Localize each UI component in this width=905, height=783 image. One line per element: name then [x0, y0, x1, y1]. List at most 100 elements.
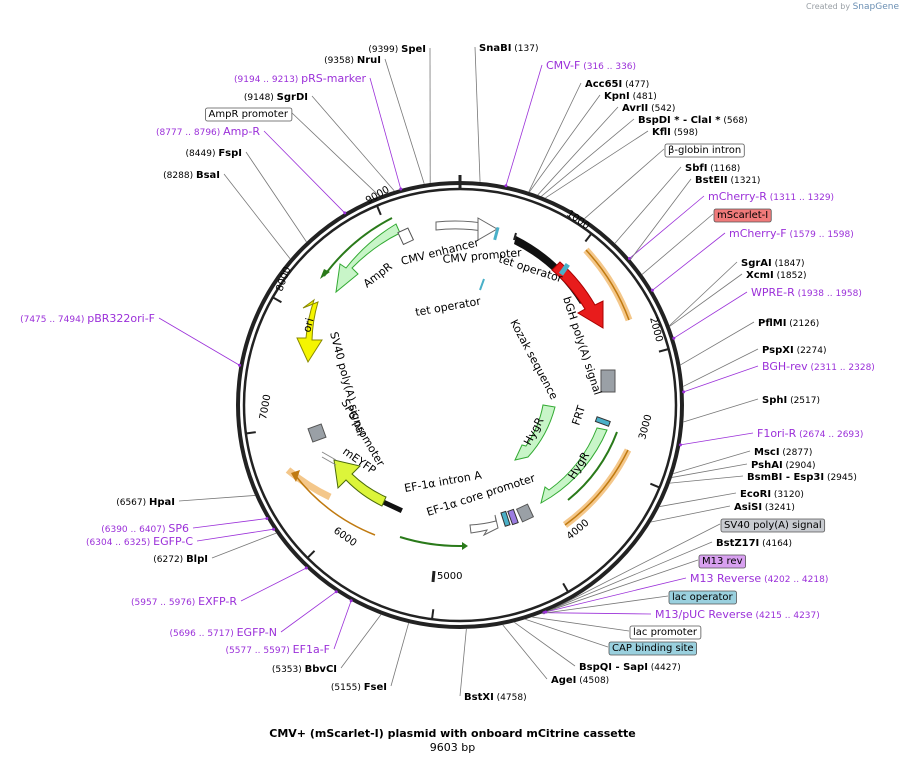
- leader-line: [547, 559, 699, 612]
- leader-line: [545, 577, 687, 613]
- label-name: MscI: [754, 447, 780, 458]
- label-l43: mCherry-F (1579 .. 1598): [729, 227, 854, 240]
- label-name: PspXI: [762, 345, 794, 356]
- leader-line: [541, 595, 669, 614]
- label-l41: XcmI (1852): [746, 270, 807, 281]
- label-l48: β-globin intron: [668, 145, 741, 156]
- label-part: FseI: [364, 682, 387, 693]
- leader-lines: [158, 46, 759, 697]
- label-l49: KflI (598): [652, 127, 698, 138]
- label-part: (7475 .. 7494): [20, 315, 87, 325]
- label-l28: BstZ17I (4164): [716, 538, 792, 549]
- label-part: (5696 .. 5717): [169, 629, 236, 639]
- feature-label-box: [205, 107, 293, 122]
- label-part: EGFP-C: [153, 535, 193, 548]
- leader-line: [673, 450, 751, 475]
- label-l15: (5696 .. 5717) EGFP-N: [169, 626, 277, 639]
- leader-line: [537, 106, 619, 196]
- primer-site-dot: [678, 443, 682, 447]
- label-l39: PflMI (2126): [758, 318, 819, 329]
- primer-site-dot: [650, 288, 654, 292]
- label-l22: CAP binding site: [612, 643, 694, 654]
- label-l17: (5353) BbvCI: [272, 664, 337, 675]
- leader-line: [529, 94, 601, 193]
- leader-line: [192, 518, 267, 529]
- ring-tick: [431, 609, 435, 620]
- ori-label: ori: [300, 317, 316, 334]
- label-name: BsmBI: [747, 472, 782, 483]
- label-part: (3120): [771, 490, 804, 500]
- plasmid-title: CMV+ (mScarlet-I) plasmid with onboard m…: [269, 727, 636, 740]
- leader-line: [263, 130, 346, 214]
- label-part: AmpR promoter: [209, 109, 289, 120]
- label-l47: SbfI (1168): [685, 163, 740, 174]
- leader-line: [178, 495, 256, 502]
- primer-site-dot: [238, 363, 242, 367]
- label-l31: EcoRI (3120): [740, 489, 804, 500]
- label-name: β-globin intron: [668, 145, 741, 156]
- label-name: SV40 poly(A) signal: [724, 520, 822, 531]
- label-l5: AmpR promoter: [209, 109, 289, 120]
- label-name: lac operator: [672, 592, 733, 603]
- label-name: SphI: [762, 395, 787, 406]
- lac-operator-box: [500, 510, 511, 527]
- ring-tick: [562, 582, 570, 593]
- primer-site-dot: [272, 527, 276, 531]
- leader-line: [158, 317, 240, 366]
- label-name: BGH-rev: [762, 360, 808, 373]
- wpre-primer-line: [564, 449, 629, 526]
- ring-tick-label: 3000: [637, 413, 654, 440]
- label-part: (2517): [787, 396, 820, 406]
- label-name: PshAI: [751, 460, 783, 471]
- label-part: (5353): [272, 665, 305, 675]
- primer-site-dot: [682, 390, 686, 394]
- label-part: (598): [671, 128, 698, 138]
- label-part: SP6: [168, 522, 189, 535]
- label-l14: (5957 .. 5976) EXFP-R: [131, 595, 237, 608]
- label-l46: BstEII (1321): [695, 175, 760, 186]
- ring-tick-label: 8000: [274, 265, 293, 293]
- ampr-primer-arrowhead: [320, 269, 330, 279]
- label-l1: (9399) SpeI: [368, 44, 426, 55]
- primer-site-dot: [504, 184, 508, 188]
- label-l33: PshAI (2904): [751, 460, 815, 471]
- label-name: BstZ17I: [716, 538, 759, 549]
- leader-line: [245, 151, 307, 243]
- label-part: pBR322ori-F: [87, 312, 155, 325]
- ring-tick: [584, 233, 593, 243]
- egfp-primer-arrowhead: [291, 470, 300, 482]
- label-l51: AvrII (542): [622, 103, 675, 114]
- leader-line: [650, 505, 731, 523]
- leader-line: [630, 178, 692, 260]
- label-name: F1ori-R: [757, 427, 797, 440]
- label-part: (4164): [759, 539, 792, 549]
- egfp-primer-bg: [285, 467, 332, 501]
- frt-label: FRT: [569, 404, 588, 427]
- label-part: (1852): [774, 271, 807, 281]
- label-name: AgeI: [551, 675, 576, 686]
- label-l24: M13/pUC Reverse (4215 .. 4237): [655, 608, 820, 621]
- label-l42: SgrAI (1847): [741, 258, 805, 269]
- label-l38: PspXI (2274): [762, 345, 827, 356]
- label-part: (2311 .. 2328): [808, 363, 875, 373]
- label-part: BlpI: [186, 554, 208, 565]
- label-part: (9194 .. 9213): [234, 75, 301, 85]
- leader-line: [550, 541, 713, 611]
- leader-line: [514, 621, 576, 667]
- label-part: Amp-R: [223, 125, 260, 138]
- label-name: mCherry-F: [729, 227, 787, 240]
- sv40-polya-box-left: [307, 423, 327, 443]
- label-l25: lac operator: [672, 592, 733, 603]
- leader-line: [673, 291, 748, 339]
- label-part: (9148): [244, 93, 277, 103]
- leader-line: [629, 195, 705, 259]
- label-part: (8777 .. 8796): [156, 128, 223, 138]
- label-name: mCherry-R: [708, 190, 767, 203]
- label-part: (9358): [324, 56, 357, 66]
- ef1a-primer-line: [399, 536, 464, 548]
- frt-box: [594, 416, 611, 427]
- label-name: BstXI: [464, 692, 494, 703]
- leader-line: [545, 130, 649, 199]
- label-l36: SphI (2517): [762, 395, 820, 406]
